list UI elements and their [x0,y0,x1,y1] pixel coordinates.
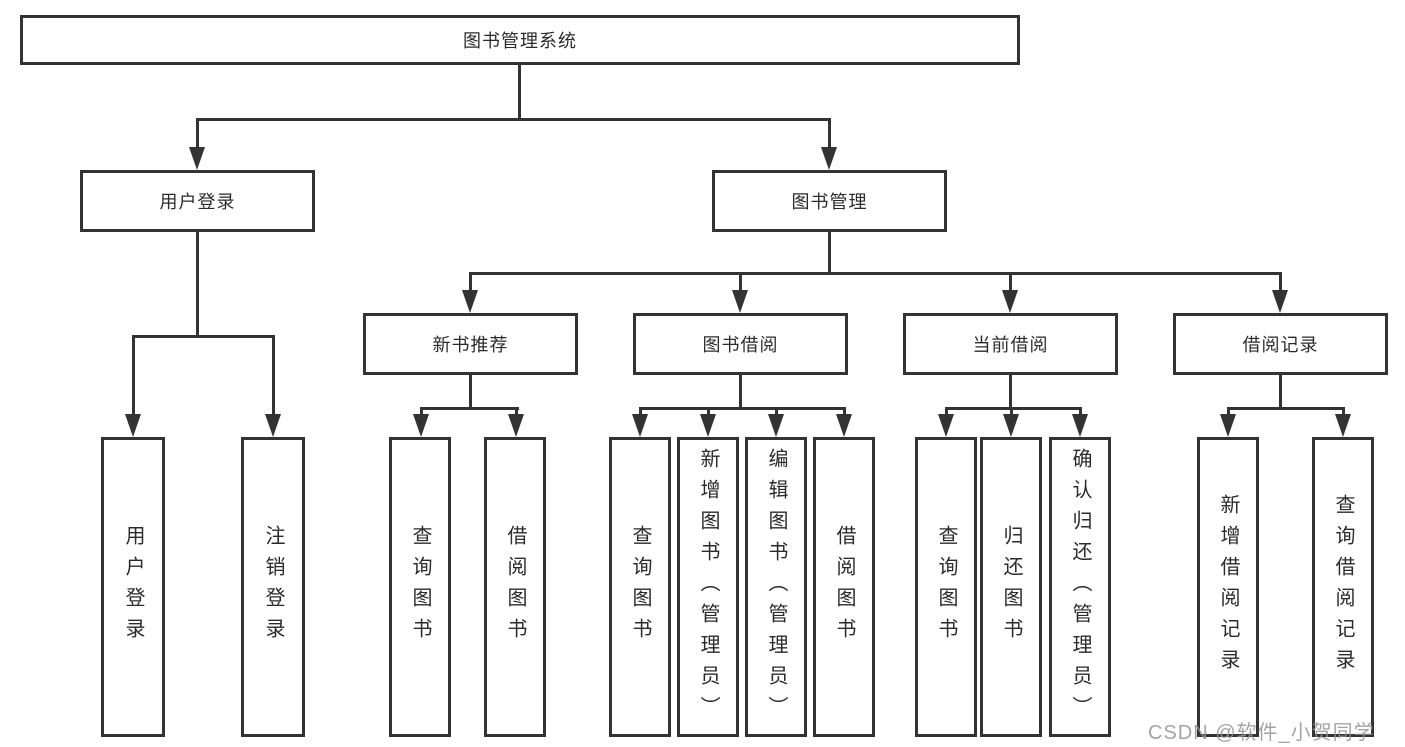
node-borrow-records-label: 借阅记录 [1242,335,1319,355]
leaf-current-query-books: 查询图书 [915,437,977,737]
connector-line [1009,272,1012,294]
connector-line [1009,375,1012,410]
connector-line [1342,407,1345,417]
leaf-add-book-admin: 新增图书（管理员） [677,437,739,737]
arrow-down-icon [821,147,837,170]
node-new-book-recommend-label: 新书推荐 [432,335,509,355]
connector-line [420,407,519,410]
leaf-add-borrow-record: 新增借阅记录 [1197,437,1259,737]
node-root-label: 图书管理系统 [463,31,577,51]
connector-line [775,407,778,417]
connector-line [469,375,472,410]
connector-line [469,272,472,294]
arrow-down-icon [1003,414,1019,437]
arrow-down-icon [938,414,954,437]
connector-line [132,335,275,338]
arrow-down-icon [125,414,141,437]
connector-line [739,375,742,410]
leaf-newbook-query: 查询图书 [389,437,451,737]
leaf-newbook-borrow: 借阅图书 [484,437,546,737]
leaf-logout-label: 注销登录 [262,525,284,649]
leaf-borrow-query-books: 查询图书 [609,437,671,737]
connector-line [1227,407,1345,410]
connector-line [945,407,948,417]
connector-line [639,407,846,410]
leaf-query-borrow-record-label: 查询借阅记录 [1332,494,1354,680]
leaf-edit-book-admin-label: 编辑图书（管理员） [765,447,787,727]
arrow-down-icon [1335,414,1351,437]
connector-line [469,272,1282,275]
leaf-query-borrow-record: 查询借阅记录 [1312,437,1374,737]
connector-line [828,118,831,150]
leaf-user-login: 用户登录 [101,437,165,737]
arrow-down-icon [1072,414,1088,437]
node-book-borrow: 图书借阅 [633,313,848,375]
node-book-borrow-label: 图书借阅 [702,335,779,355]
connector-line [639,407,642,417]
connector-line [843,407,846,417]
arrow-down-icon [700,414,716,437]
node-book-management-label: 图书管理 [791,192,868,212]
connector-line [1079,407,1082,417]
arrow-down-icon [462,290,478,313]
arrow-down-icon [508,414,524,437]
connector-line [1279,375,1282,410]
node-current-borrow: 当前借阅 [903,313,1118,375]
leaf-confirm-return-admin: 确认归还（管理员） [1049,437,1111,737]
leaf-user-login-label: 用户登录 [122,525,144,649]
connector-line [518,65,521,120]
node-root: 图书管理系统 [20,15,1020,65]
arrow-down-icon [836,414,852,437]
connector-line [196,118,831,121]
node-current-borrow-label: 当前借阅 [972,335,1049,355]
leaf-newbook-query-label: 查询图书 [409,525,431,649]
arrow-down-icon [189,147,205,170]
connector-line [945,407,1082,410]
node-new-book-recommend: 新书推荐 [363,313,578,375]
leaf-borrow-book-label: 借阅图书 [833,525,855,649]
connector-line [272,335,275,417]
leaf-edit-book-admin: 编辑图书（管理员） [745,437,807,737]
arrow-down-icon [732,290,748,313]
arrow-down-icon [768,414,784,437]
node-borrow-records: 借阅记录 [1173,313,1388,375]
arrow-down-icon [1220,414,1236,437]
arrow-down-icon [1002,290,1018,313]
connector-line [739,272,742,294]
connector-line [515,407,518,417]
arrow-down-icon [265,414,281,437]
connector-line [196,118,199,150]
csdn-watermark: CSDN @软件_小贺同学 [1148,722,1375,744]
leaf-return-book: 归还图书 [980,437,1042,737]
leaf-add-borrow-record-label: 新增借阅记录 [1217,494,1239,680]
connector-line [828,232,831,274]
leaf-borrow-book: 借阅图书 [813,437,875,737]
leaf-newbook-borrow-label: 借阅图书 [504,525,526,649]
arrow-down-icon [632,414,648,437]
arrow-down-icon [1272,290,1288,313]
connector-line [420,407,423,417]
connector-line [1010,407,1013,417]
arrow-down-icon [413,414,429,437]
node-user-login-label: 用户登录 [159,192,236,212]
connector-line [1279,272,1282,294]
connector-line [132,335,135,417]
leaf-return-book-label: 归还图书 [1000,525,1022,649]
connector-line [196,232,199,338]
leaf-confirm-return-admin-label: 确认归还（管理员） [1069,447,1091,727]
leaf-current-query-books-label: 查询图书 [935,525,957,649]
node-book-management: 图书管理 [712,170,947,232]
connector-line [1227,407,1230,417]
leaf-add-book-admin-label: 新增图书（管理员） [697,447,719,727]
connector-line [707,407,710,417]
leaf-logout: 注销登录 [241,437,305,737]
leaf-borrow-query-books-label: 查询图书 [629,525,651,649]
node-user-login: 用户登录 [80,170,315,232]
